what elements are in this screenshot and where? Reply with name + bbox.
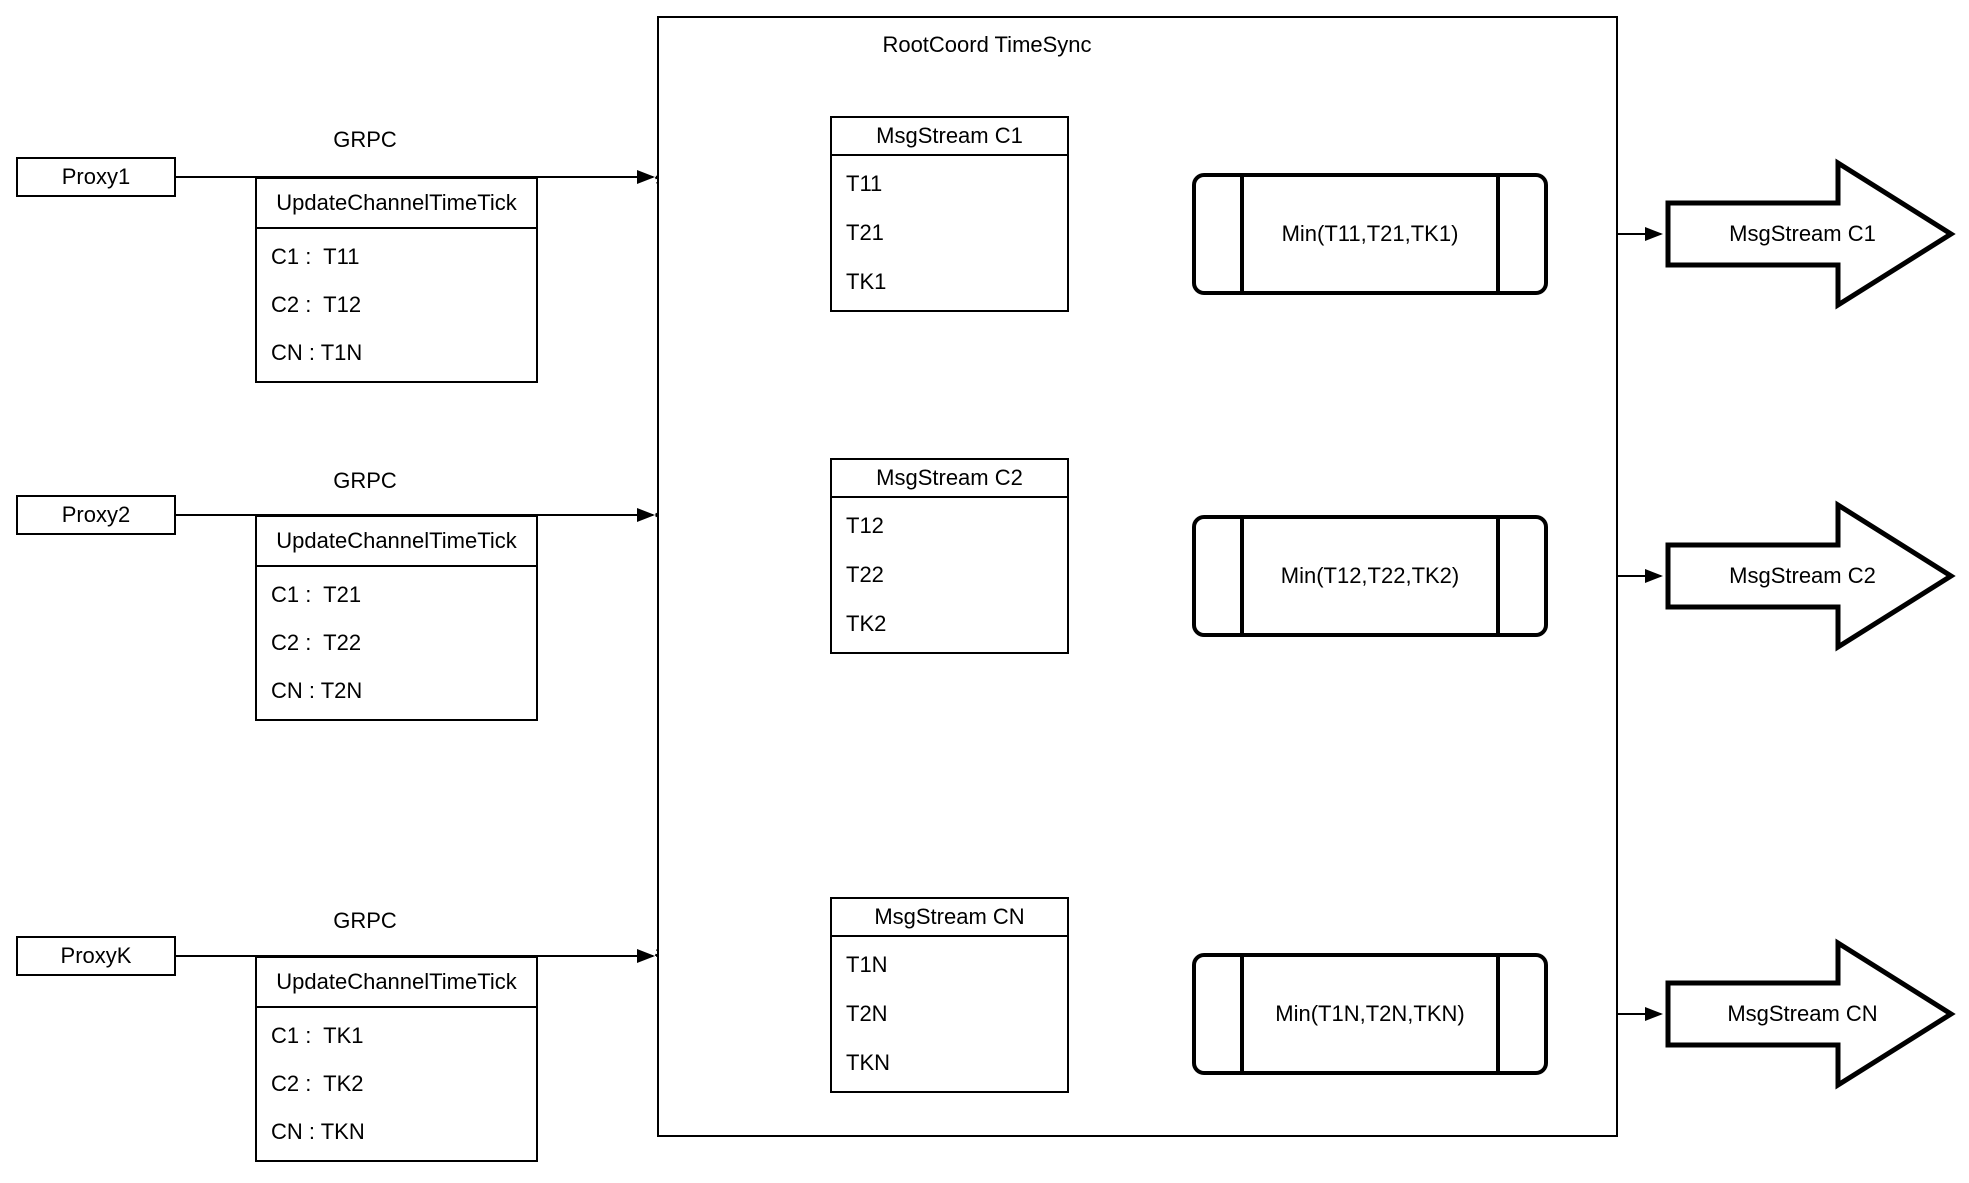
proxyk-timetick-table: UpdateChannelTimeTick C1 : TK1 C2 : TK2 … [255, 956, 538, 1162]
table-row: CN : T2N [271, 678, 363, 703]
msgstream-c1-body: T11 T21 TK1 [832, 156, 1067, 310]
proxyk-label: ProxyK [60, 943, 132, 968]
proxy1-timetick-table: UpdateChannelTimeTick C1 : T11 C2 : T12 … [255, 177, 538, 383]
table-row: C2 : T12 [271, 292, 362, 317]
output-arrow-c2-label: MsgStream C2 [1729, 563, 1876, 588]
min-node-left-cap [1196, 177, 1244, 291]
proxy2-timetick-table: UpdateChannelTimeTick C1 : T21 C2 : T22 … [255, 515, 538, 721]
proxy1-box: Proxy1 [16, 157, 176, 197]
proxy1-table-header: UpdateChannelTimeTick [257, 179, 536, 229]
min-node-left-cap [1196, 957, 1244, 1071]
proxy2-label: Proxy2 [61, 502, 131, 527]
table-row: T21 [846, 219, 884, 245]
min-node-cn: Min(T1N,T2N,TKN) [1192, 953, 1548, 1075]
proxy2-table-header: UpdateChannelTimeTick [257, 517, 536, 567]
grpc-label-proxy1: GRPC [333, 127, 397, 152]
min-node-right-cap [1496, 957, 1544, 1071]
table-row: T2N [846, 1000, 888, 1026]
min-node-c1: Min(T11,T21,TK1) [1192, 173, 1548, 295]
output-block-arrow-cn [1665, 938, 1956, 1090]
output-arrow-c1-label: MsgStream C1 [1729, 221, 1876, 246]
proxy1-label: Proxy1 [61, 164, 131, 189]
table-row: CN : TKN [271, 1119, 365, 1144]
output-block-arrow-c1 [1665, 158, 1956, 310]
proxyk-box: ProxyK [16, 936, 176, 976]
msgstream-c2-table: MsgStream C2 T12 T22 TK2 [830, 458, 1069, 654]
output-arrow-cn-label: MsgStream CN [1727, 1001, 1878, 1026]
output-block-arrow-c2 [1665, 500, 1956, 652]
rootcoord-title: RootCoord TimeSync [882, 32, 1092, 57]
table-row: T11 [846, 171, 883, 197]
proxy1-table-body: C1 : T11 C2 : T12 CN : T1N [257, 229, 536, 381]
min-node-cn-label: Min(T1N,T2N,TKN) [1275, 1001, 1465, 1026]
min-node-right-cap [1496, 519, 1544, 633]
proxyk-table-body: C1 : TK1 C2 : TK2 CN : TKN [257, 1008, 536, 1160]
proxy2-box: Proxy2 [16, 495, 176, 535]
table-row: T12 [846, 513, 884, 539]
min-node-left-cap [1196, 519, 1244, 633]
table-row: C1 : TK1 [271, 1023, 364, 1048]
min-node-c2: Min(T12,T22,TK2) [1192, 515, 1548, 637]
msgstream-cn-header: MsgStream CN [832, 899, 1067, 937]
table-row: TKN [846, 1049, 890, 1075]
min-node-right-cap [1496, 177, 1544, 291]
table-row: C2 : TK2 [271, 1071, 364, 1096]
table-row: TK1 [846, 268, 887, 294]
grpc-label-proxy2: GRPC [333, 468, 397, 493]
msgstream-c1-table: MsgStream C1 T11 T21 TK1 [830, 116, 1069, 312]
table-row: TK2 [846, 610, 887, 636]
msgstream-c2-body: T12 T22 TK2 [832, 498, 1067, 652]
table-row: C1 : T21 [271, 582, 362, 607]
table-row: T22 [846, 561, 884, 587]
min-node-c2-label: Min(T12,T22,TK2) [1280, 563, 1460, 588]
grpc-label-proxyk: GRPC [333, 908, 397, 933]
msgstream-cn-body: T1N T2N TKN [832, 937, 1067, 1091]
msgstream-c2-header: MsgStream C2 [832, 460, 1067, 498]
msgstream-c1-header: MsgStream C1 [832, 118, 1067, 156]
min-node-c1-label: Min(T11,T21,TK1) [1281, 221, 1459, 246]
msgstream-cn-table: MsgStream CN T1N T2N TKN [830, 897, 1069, 1093]
proxyk-table-header: UpdateChannelTimeTick [257, 958, 536, 1008]
table-row: C1 : T11 [271, 244, 360, 269]
table-row: C2 : T22 [271, 630, 362, 655]
table-row: T1N [846, 952, 888, 978]
proxy2-table-body: C1 : T21 C2 : T22 CN : T2N [257, 567, 536, 719]
table-row: CN : T1N [271, 340, 363, 365]
